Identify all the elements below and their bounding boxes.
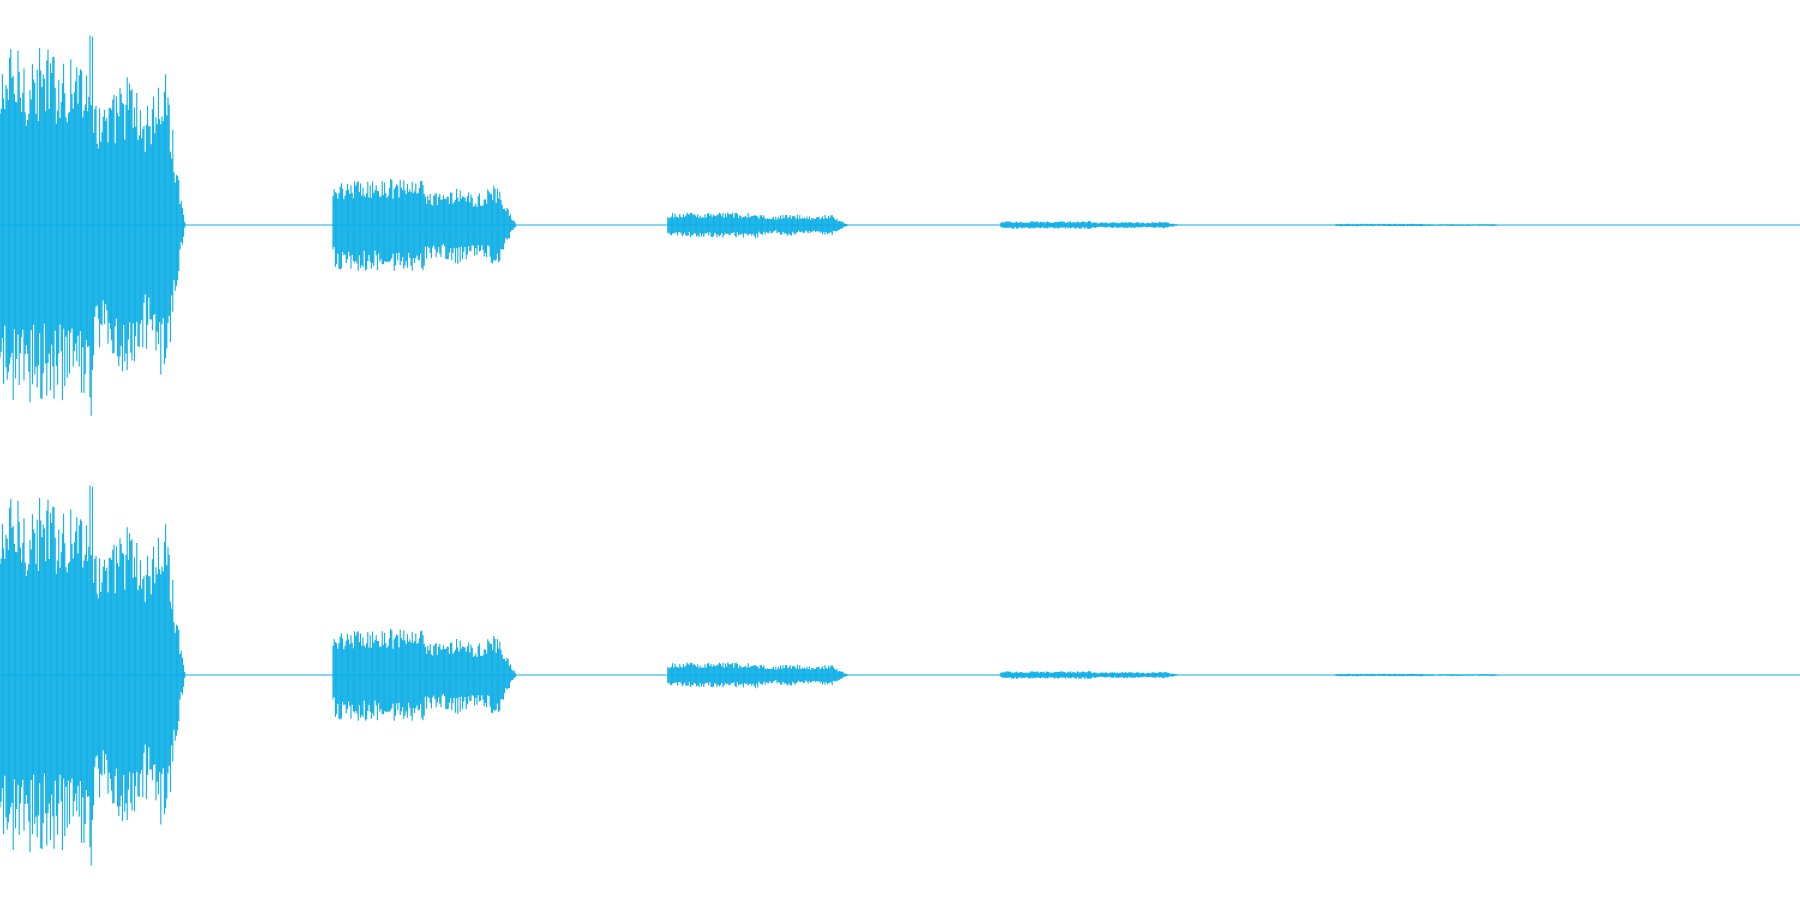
waveform-burst (1000, 220, 1183, 229)
channel-2-waveform (0, 485, 1800, 866)
waveform-burst (667, 212, 850, 239)
waveform-burst (1000, 670, 1183, 679)
waveform-burst (667, 662, 850, 689)
waveform-burst (1335, 223, 1509, 227)
waveform-burst (1335, 673, 1509, 677)
waveform-burst (0, 485, 186, 866)
waveform-burst (332, 628, 516, 721)
waveform-burst (0, 35, 186, 416)
waveform-burst (332, 178, 516, 271)
channel-1-waveform (0, 35, 1800, 416)
